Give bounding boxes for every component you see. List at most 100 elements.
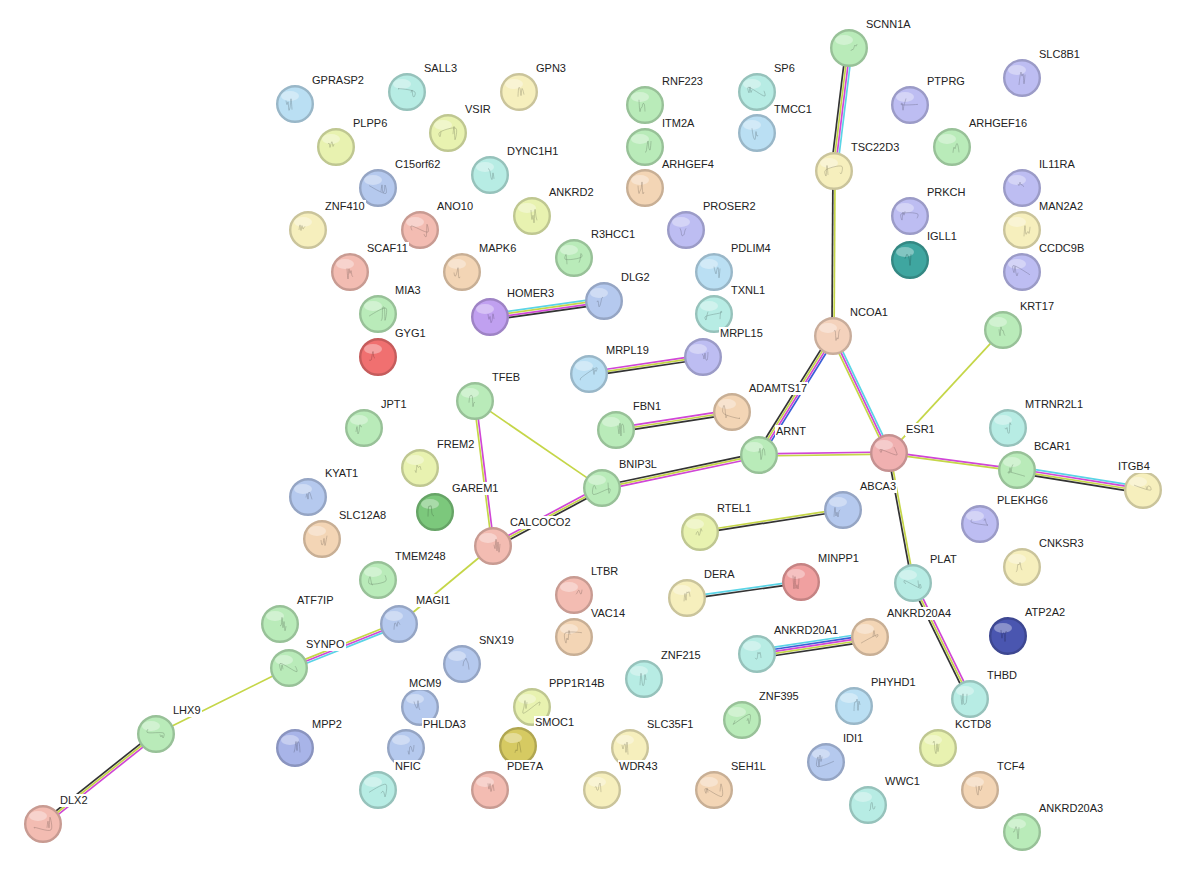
protein-label: ZNF410 — [324, 200, 366, 213]
structure-glyph — [869, 802, 875, 810]
interaction-edge — [833, 65, 850, 153]
node-circle — [271, 650, 307, 686]
glare — [829, 497, 847, 507]
protein-circle — [851, 618, 889, 656]
structure-glyph — [523, 701, 540, 714]
glare — [322, 134, 340, 144]
glare — [575, 361, 593, 371]
structure-glyph — [294, 742, 300, 753]
interaction-edge — [507, 300, 586, 317]
protein-node: IGLL1 — [891, 241, 929, 279]
node-circle — [360, 339, 396, 375]
glare — [560, 245, 578, 255]
node-circle — [627, 129, 663, 165]
node-circle — [556, 577, 592, 613]
node-circle — [472, 157, 508, 193]
structure-glyph — [684, 592, 690, 602]
evidence-line — [907, 456, 999, 468]
interaction-edge — [633, 413, 714, 430]
glare — [689, 344, 707, 354]
structure-glyph — [759, 448, 765, 459]
protein-node: RNF223 — [626, 86, 664, 124]
node-circle — [985, 312, 1021, 348]
protein-label: SCAF11 — [366, 242, 409, 255]
protein-node: GYG1 — [359, 338, 397, 376]
protein-node: PLAT — [894, 564, 932, 602]
protein-node: DERA — [668, 579, 706, 617]
protein-node: SP6 — [738, 73, 776, 111]
node-circle — [417, 494, 453, 530]
node-circle — [430, 115, 466, 151]
protein-node: GPN3 — [500, 73, 538, 111]
protein-node: PLEKHG6 — [961, 505, 999, 543]
structure-glyph — [834, 329, 840, 340]
protein-label: C15orf62 — [394, 158, 441, 171]
glare — [700, 301, 718, 311]
protein-node: SCAF11 — [331, 253, 369, 291]
protein-label: ANKRD2 — [548, 186, 595, 199]
protein-node: HOMER3 — [471, 298, 509, 336]
evidence-line — [775, 644, 852, 656]
protein-label: BNIP3L — [618, 458, 658, 471]
structure-glyph — [369, 784, 387, 797]
protein-circle — [626, 86, 664, 124]
protein-node: ANKRD20A3 — [1003, 813, 1041, 851]
protein-node: ESR1 — [870, 434, 908, 472]
protein-label: R3HCC1 — [590, 228, 636, 241]
protein-circle — [471, 298, 509, 336]
protein-node: ZNF410 — [289, 211, 327, 249]
protein-circle — [807, 743, 845, 781]
interaction-edge — [839, 351, 883, 437]
protein-node: NCOA1 — [814, 317, 852, 355]
protein-node: KYAT1 — [289, 478, 327, 516]
structure-glyph — [1005, 423, 1011, 434]
structure-glyph — [306, 492, 312, 499]
protein-label: THBD — [986, 669, 1018, 682]
glare — [686, 519, 704, 529]
protein-node: PDLIM4 — [695, 253, 733, 291]
node-circle — [556, 619, 592, 655]
protein-circle — [668, 579, 706, 617]
structure-glyph — [564, 630, 582, 643]
protein-label: SP6 — [773, 62, 796, 75]
node-circle — [556, 240, 592, 276]
glare — [385, 611, 403, 621]
glare — [1008, 259, 1026, 269]
glare — [308, 526, 326, 536]
protein-circle — [289, 211, 327, 249]
structure-glyph — [592, 483, 610, 495]
node-circle — [389, 74, 425, 110]
protein-node: PRKCH — [891, 197, 929, 235]
protein-node: ITGB4 — [1124, 471, 1162, 509]
protein-circle — [667, 211, 705, 249]
protein-circle — [345, 409, 383, 447]
glare — [602, 417, 620, 427]
structure-glyph — [439, 126, 457, 139]
structure-glyph — [880, 447, 897, 455]
glare — [294, 217, 312, 227]
glare — [1008, 175, 1026, 185]
structure-glyph — [454, 268, 460, 278]
protein-label: ANKRD20A3 — [1038, 802, 1104, 815]
protein-circle — [416, 493, 454, 531]
protein-label: DLX2 — [59, 794, 89, 807]
evidence-line — [771, 353, 826, 441]
glare — [1129, 477, 1147, 487]
protein-node: TMEM248 — [359, 561, 397, 599]
node-circle — [739, 74, 775, 110]
protein-node: NFIC — [359, 771, 397, 809]
node-circle — [290, 212, 326, 248]
protein-label: SEH1L — [730, 760, 767, 773]
node-circle — [1004, 814, 1040, 850]
protein-node: WWC1 — [849, 786, 887, 824]
evidence-line — [57, 745, 142, 813]
structure-glyph — [531, 209, 537, 222]
node-circle — [871, 435, 907, 471]
protein-circle — [738, 635, 776, 673]
protein-circle — [1003, 548, 1041, 586]
protein-label: GPRASP2 — [311, 74, 365, 87]
protein-node: ANKRD2 — [513, 197, 551, 235]
node-circle — [472, 772, 508, 808]
structure-glyph — [328, 142, 334, 148]
protein-label: FBN1 — [632, 400, 662, 413]
